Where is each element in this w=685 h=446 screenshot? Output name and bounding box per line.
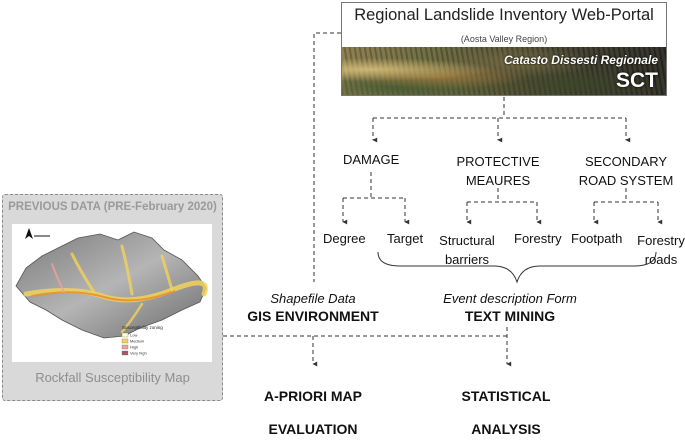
output-statistical: STATISTICAL ANALYSIS <box>444 380 568 446</box>
gis-italic-label: Shapefile Data <box>270 291 356 306</box>
legend-swatch <box>121 332 129 338</box>
portal-title: Regional Landslide Inventory Web-Portal <box>354 6 654 24</box>
web-portal-box: Regional Landslide Inventory Web-Portal … <box>341 2 667 96</box>
map-legend: Susceptibility zoning LowMediumHighVery … <box>121 325 163 356</box>
legend-label: Low <box>130 333 137 338</box>
output-statistical-line2: ANALYSIS <box>471 421 541 437</box>
previous-data-title: PREVIOUS DATA (PRE-February 2020) <box>8 201 217 213</box>
legend-swatch <box>121 350 129 356</box>
text-mining-italic-label: Event description Form <box>443 291 577 306</box>
leaf-brace <box>377 251 657 284</box>
leaf-forestry-roads: Forestry roads <box>636 231 685 269</box>
portal-banner: Catasto Dissesti Regionale SCT <box>342 47 666 95</box>
leaf-target: Target <box>387 231 424 246</box>
leaf-footpath: Footpath <box>571 231 623 246</box>
previous-data-caption: Rockfall Susceptibility Map <box>35 370 190 385</box>
banner-italic-text: Catasto Dissesti Regionale <box>503 53 658 67</box>
legend-label: Medium <box>130 339 145 344</box>
banner-acronym: SCT <box>616 69 658 92</box>
text-mining-bold-label: TEXT MINING <box>464 308 556 324</box>
leaf-forestry: Forestry <box>514 231 562 246</box>
category-secondary: SECONDARY ROAD SYSTEM <box>571 152 681 190</box>
leaf-forestry-roads-line1: Forestry <box>637 233 685 248</box>
legend-swatch <box>121 344 129 350</box>
output-apriori-line2: EVALUATION <box>268 421 358 437</box>
category-protective: PROTECTIVE MEAURES <box>448 152 548 190</box>
portal-subtitle: (Aosta Valley Region) <box>460 34 548 44</box>
legend-label: High <box>130 345 138 350</box>
legend-swatch <box>121 338 129 344</box>
category-protective-line2: MEAURES <box>465 173 531 188</box>
legend-label: Very high <box>130 351 147 356</box>
output-apriori: A-PRIORI MAP EVALUATION <box>240 380 386 446</box>
previous-data-box: PREVIOUS DATA (PRE-February 2020) <box>2 194 223 401</box>
category-secondary-line2: ROAD SYSTEM <box>578 173 674 188</box>
connector-lines <box>223 32 663 367</box>
output-statistical-line1: STATISTICAL <box>461 388 551 404</box>
category-secondary-line1: SECONDARY <box>584 154 668 169</box>
category-damage: DAMAGE <box>343 152 400 167</box>
region-outline <box>15 231 207 339</box>
legend-title: Susceptibility zoning <box>122 325 163 330</box>
leaf-structural-line2: barriers <box>444 252 490 267</box>
gis-bold-label: GIS ENVIRONMENT <box>247 308 379 324</box>
output-apriori-line1: A-PRIORI MAP <box>264 388 362 404</box>
leaf-structural-barriers: Structural barriers <box>436 231 498 269</box>
north-arrow-icon <box>25 228 33 239</box>
category-protective-line1: PROTECTIVE <box>456 154 540 169</box>
leaf-forestry-roads-line2: roads <box>644 252 678 267</box>
leaf-degree: Degree <box>323 231 366 246</box>
leaf-structural-line1: Structural <box>439 233 495 248</box>
map-graphic: Susceptibility zoning LowMediumHighVery … <box>15 228 208 356</box>
